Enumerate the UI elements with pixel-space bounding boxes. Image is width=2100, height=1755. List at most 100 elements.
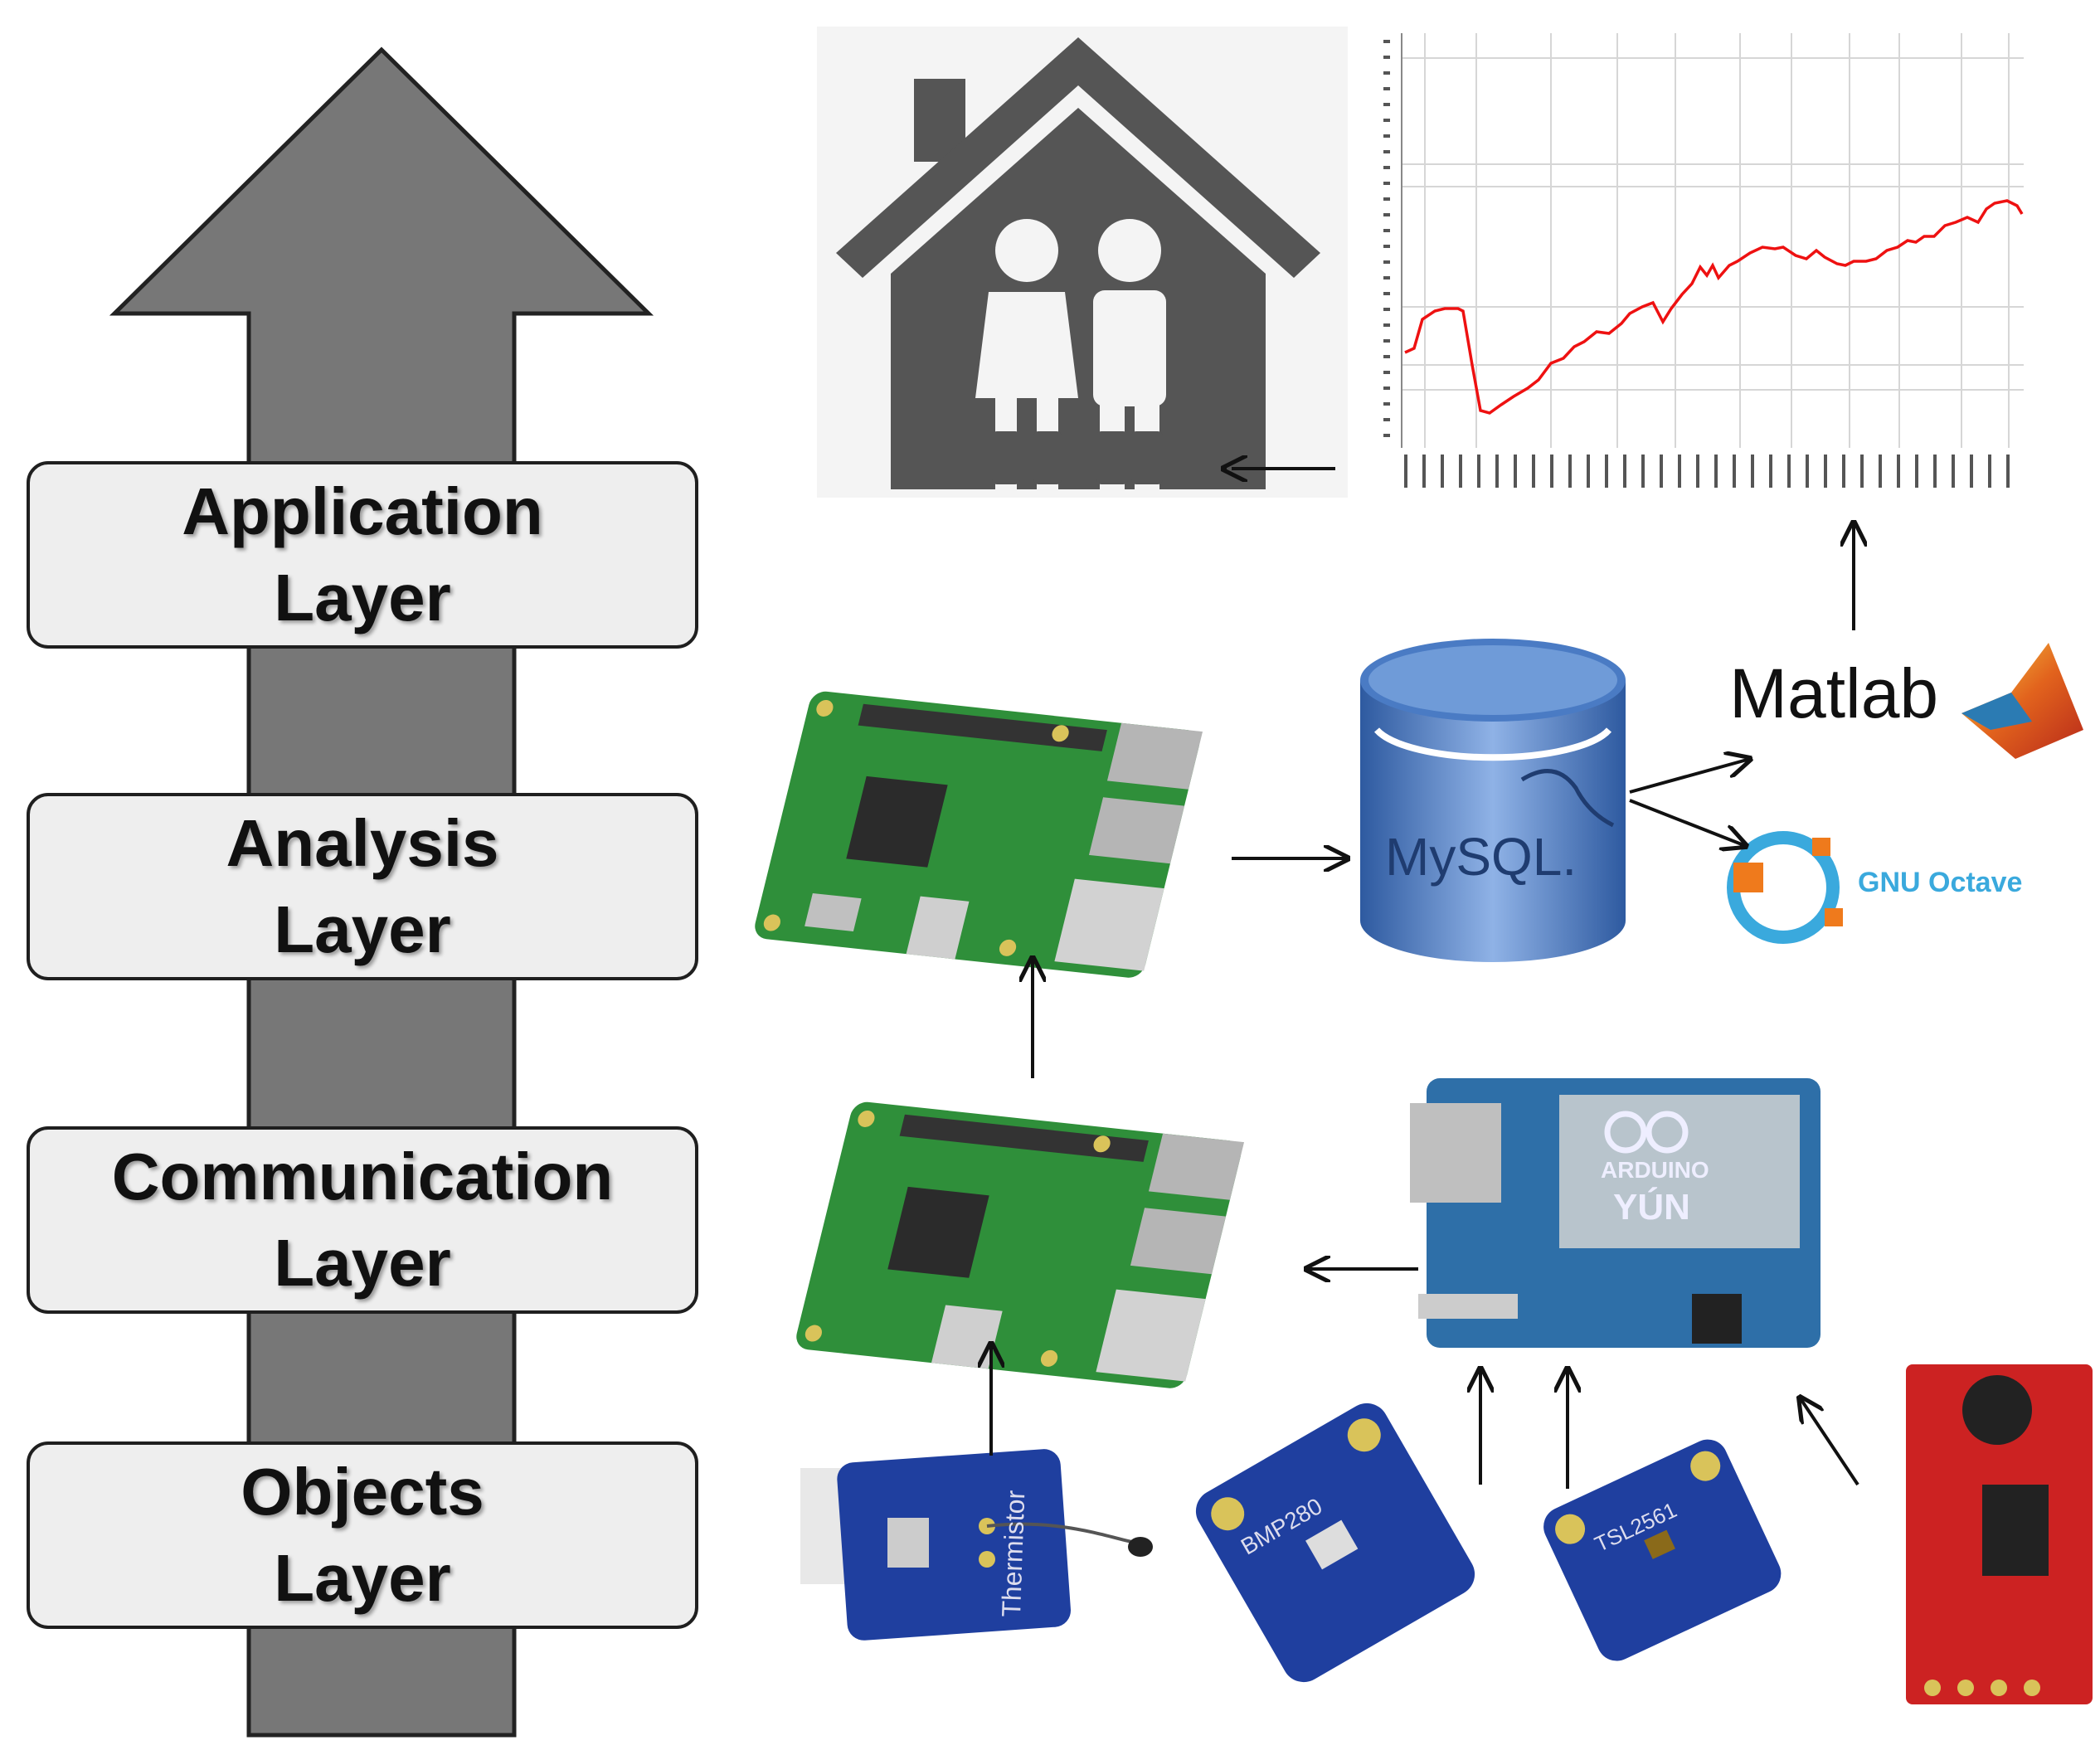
objects-layer-title: Objects xyxy=(241,1455,484,1529)
sensor-data-plot xyxy=(1223,27,2032,498)
plot-x-tick xyxy=(1879,455,1882,488)
plot-x-tick xyxy=(1495,455,1499,488)
plot-y-tick xyxy=(1383,213,1390,216)
sound-sensor-board xyxy=(1906,1364,2093,1704)
plot-x-tick xyxy=(1550,455,1553,488)
plot-y-tick xyxy=(1383,308,1390,311)
plot-x-tick xyxy=(1733,455,1736,488)
plot-y-tick xyxy=(1383,371,1390,374)
plot-y-tick xyxy=(1383,166,1390,169)
plot-x-tick xyxy=(1422,455,1426,488)
plot-x-tick xyxy=(1824,455,1827,488)
plot-y-tick xyxy=(1383,386,1390,390)
plot-x-tick xyxy=(1897,455,1900,488)
plot-x-tick xyxy=(1787,455,1791,488)
plot-y-tick xyxy=(1383,339,1390,343)
plot-x-tick xyxy=(1696,455,1699,488)
matlab-membrane-icon xyxy=(1961,643,2083,759)
plot-y-tick xyxy=(1383,355,1390,358)
communication-layer-subtitle: Layer xyxy=(274,1226,451,1300)
plot-y-tick xyxy=(1383,229,1390,232)
objects-layer-subtitle: Layer xyxy=(274,1541,451,1615)
mysql-database-icon: MySQL. xyxy=(1360,639,1626,962)
arrow-mysql-to-octave xyxy=(1629,799,1746,846)
raspberry-pi-analysis-board xyxy=(755,691,1203,978)
plot-x-tick xyxy=(1605,455,1608,488)
plot-x-tick xyxy=(1970,455,1973,488)
tsl2561-light-sensor: TSL2561 xyxy=(1543,1439,1782,1661)
plot-x-tick xyxy=(1988,455,1991,488)
plot-y-tick xyxy=(1383,119,1390,122)
plot-y-ticks xyxy=(1383,40,1390,437)
home-family-icon xyxy=(817,27,1348,498)
plot-x-tick xyxy=(1641,455,1645,488)
application-layer-subtitle: Layer xyxy=(274,561,451,634)
arduino-yun-board: ARDUINO YÚN xyxy=(1410,1078,1820,1348)
arrow-sound-to-yun xyxy=(1800,1398,1859,1486)
application-layer-title: Application xyxy=(182,474,543,548)
plot-y-tick xyxy=(1383,134,1390,138)
plot-y-tick xyxy=(1383,182,1390,185)
plot-y-tick xyxy=(1383,260,1390,264)
plot-x-tick xyxy=(1587,455,1590,488)
plot-y-tick xyxy=(1383,276,1390,280)
thermistor-label: Thermistor xyxy=(996,1490,1030,1617)
plot-x-tick xyxy=(1514,455,1517,488)
raspberry-pi-communication-board xyxy=(796,1101,1245,1388)
plot-x-tick xyxy=(1623,455,1626,488)
plot-y-tick xyxy=(1383,402,1390,406)
matlab-logo: Matlab xyxy=(1729,643,2083,759)
plot-y-tick xyxy=(1383,197,1390,201)
plot-y-tick xyxy=(1383,418,1390,421)
plot-y-tick xyxy=(1383,71,1390,75)
arduino-yun-label: YÚN xyxy=(1613,1186,1690,1228)
plot-x-tick xyxy=(1660,455,1663,488)
matlab-label: Matlab xyxy=(1729,654,1938,732)
plot-x-tick xyxy=(1404,455,1407,488)
plot-x-tick xyxy=(1714,455,1718,488)
mysql-label: MySQL. xyxy=(1385,827,1577,887)
bmp280-pressure-sensor: BMP280 xyxy=(1195,1403,1475,1683)
plot-x-tick xyxy=(1842,455,1845,488)
plot-series-line xyxy=(1404,199,2024,415)
arduino-label: ARDUINO xyxy=(1601,1157,1709,1183)
analysis-layer-subtitle: Layer xyxy=(274,892,451,966)
arrow-mysql-to-matlab xyxy=(1629,759,1750,794)
plot-x-tick xyxy=(1806,455,1809,488)
plot-y-tick xyxy=(1383,103,1390,106)
plot-x-tick xyxy=(1678,455,1681,488)
plot-x-tick xyxy=(1532,455,1535,488)
plot-x-tick xyxy=(2006,455,2010,488)
thermistor-sensor: Thermistor xyxy=(800,1449,1153,1641)
plot-y-tick xyxy=(1383,150,1390,153)
plot-x-tick xyxy=(1441,455,1444,488)
data-flow-arrows xyxy=(991,523,1858,1489)
plot-x-tick xyxy=(1477,455,1480,488)
plot-y-tick xyxy=(1383,292,1390,295)
plot-y-tick xyxy=(1383,323,1390,327)
plot-x-tick xyxy=(1769,455,1772,488)
plot-y-tick xyxy=(1383,56,1390,59)
plot-x-tick xyxy=(1915,455,1918,488)
octave-label: GNU Octave xyxy=(1858,867,2022,898)
plot-x-tick xyxy=(1933,455,1937,488)
plot-y-tick xyxy=(1383,87,1390,90)
plot-x-tick xyxy=(1860,455,1864,488)
communication-layer-title: Communication xyxy=(111,1140,614,1213)
plot-x-tick xyxy=(1751,455,1754,488)
plot-x-ticks xyxy=(1404,455,2010,488)
plot-y-tick xyxy=(1383,434,1390,437)
plot-y-tick xyxy=(1383,40,1390,43)
gnu-octave-logo: GNU Octave xyxy=(1727,831,2022,944)
plot-x-tick xyxy=(1568,455,1572,488)
plot-x-tick xyxy=(1459,455,1462,488)
plot-x-tick xyxy=(1952,455,1955,488)
plot-y-tick xyxy=(1383,245,1390,248)
analysis-layer-title: Analysis xyxy=(226,806,499,880)
